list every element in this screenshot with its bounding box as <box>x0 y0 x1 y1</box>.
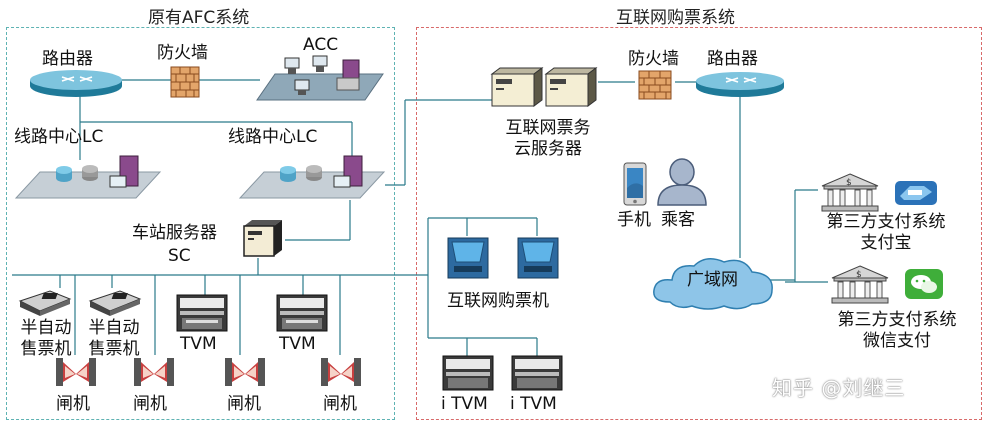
afc-region-title: 原有AFC系统 <box>148 8 250 28</box>
cloud-server-icon <box>490 67 598 107</box>
internet-ticket-machine-icon <box>447 237 489 279</box>
firewall-icon <box>170 66 200 98</box>
semi-auto-ticket-machine-label: 半自动 售票机 <box>88 318 140 359</box>
itvm-label: i TVM <box>441 394 488 414</box>
sc-label-line2: SC <box>168 246 191 266</box>
passenger-label: 乘客 <box>661 210 695 230</box>
itvm-label: i TVM <box>510 394 557 414</box>
svg-text:$: $ <box>856 270 862 280</box>
tvm-label: TVM <box>180 334 217 354</box>
semi-auto-ticket-machine-icon <box>88 290 142 316</box>
watermark-text: 知乎 @刘继三 <box>772 376 906 400</box>
tvm-icon <box>176 294 228 332</box>
lc2-label: 线路中心LC <box>228 127 318 147</box>
internet-ticketing-region <box>416 27 982 420</box>
router-icon <box>696 72 784 97</box>
gate-label: 闸机 <box>133 394 167 414</box>
line-center-icon <box>238 155 386 199</box>
acc-label: ACC <box>303 35 339 55</box>
internet-ticket-machine-label: 互联网购票机 <box>447 291 549 311</box>
gate-icon <box>56 358 96 386</box>
itvm-icon <box>442 355 494 391</box>
cloud-server-label: 互联网票务 云服务器 <box>505 118 591 159</box>
phone-icon <box>623 162 647 206</box>
gate-icon <box>134 358 174 386</box>
bank-icon: $ <box>821 173 879 212</box>
router-icon <box>30 70 122 97</box>
firewall-label: 防火墙 <box>628 49 679 69</box>
afc-region <box>6 27 395 420</box>
semi-auto-ticket-machine-label: 半自动 售票机 <box>20 318 72 359</box>
gate-label: 闸机 <box>227 394 261 414</box>
tvm-icon <box>276 294 328 332</box>
gate-label: 闸机 <box>56 394 90 414</box>
itvm-icon <box>511 355 563 391</box>
cloud-icon <box>653 258 773 310</box>
tvm-label: TVM <box>279 334 316 354</box>
router-label: 路由器 <box>42 49 93 69</box>
sc-label-line1: 车站服务器 <box>132 223 217 243</box>
internet-ticket-machine-icon <box>517 237 559 279</box>
alipay-icon <box>895 181 937 205</box>
phone-label: 手机 <box>617 210 651 230</box>
svg-text:$: $ <box>846 178 852 188</box>
line-center-icon <box>14 155 162 199</box>
semi-auto-ticket-machine-icon <box>18 290 72 316</box>
gate-icon <box>225 358 265 386</box>
gate-label: 闸机 <box>323 394 357 414</box>
wan-label: 广域网 <box>687 270 738 290</box>
internet-ticketing-region-title: 互联网购票系统 <box>616 8 735 28</box>
acc-network-icon <box>256 55 384 101</box>
router-label: 路由器 <box>707 49 758 69</box>
alipay-label: 第三方支付系统 支付宝 <box>826 212 946 253</box>
firewall-icon <box>638 70 672 100</box>
station-server-icon <box>243 220 282 257</box>
gate-icon <box>321 358 361 386</box>
wechat-pay-label: 第三方支付系统 微信支付 <box>837 310 957 351</box>
firewall-label: 防火墙 <box>157 43 208 63</box>
lc1-label: 线路中心LC <box>14 127 104 147</box>
bank-icon: $ <box>831 265 889 304</box>
wechat-pay-icon <box>905 269 943 299</box>
passenger-icon <box>657 158 707 206</box>
